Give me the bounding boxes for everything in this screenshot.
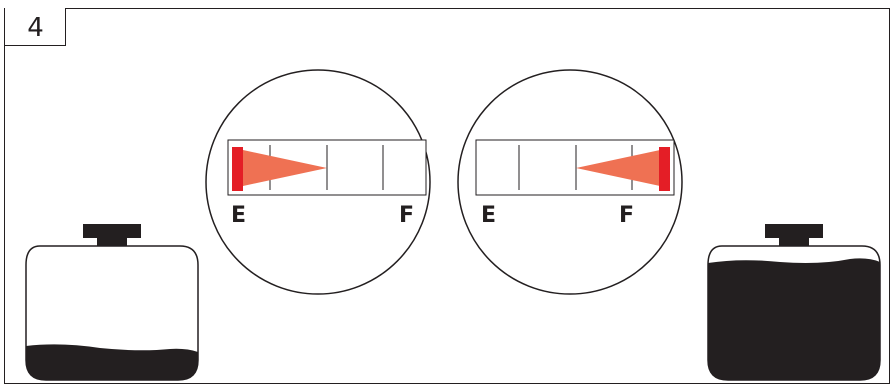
tank-neck (97, 236, 127, 246)
full-label: F (399, 203, 414, 228)
step-number-box: 4 (5, 8, 66, 46)
needle-sweep (243, 150, 327, 186)
fuel-tank-low (25, 224, 199, 381)
needle-marker (659, 147, 670, 191)
empty-label: E (481, 203, 496, 228)
needle-marker (232, 147, 243, 191)
tank-cap (765, 224, 823, 238)
fuel-gauge-empty: E F (205, 69, 431, 295)
tank-neck (779, 236, 809, 246)
panel-frame (4, 8, 890, 384)
step-number: 4 (27, 13, 44, 43)
needle-sweep (576, 150, 660, 186)
empty-label: E (231, 203, 246, 228)
fuel-gauge-full: E F (457, 69, 683, 295)
full-label: F (619, 203, 634, 228)
fuel-level-low (26, 344, 198, 380)
tank-cap (83, 224, 141, 238)
fuel-level-full (708, 258, 880, 380)
fuel-tank-full (707, 224, 881, 381)
